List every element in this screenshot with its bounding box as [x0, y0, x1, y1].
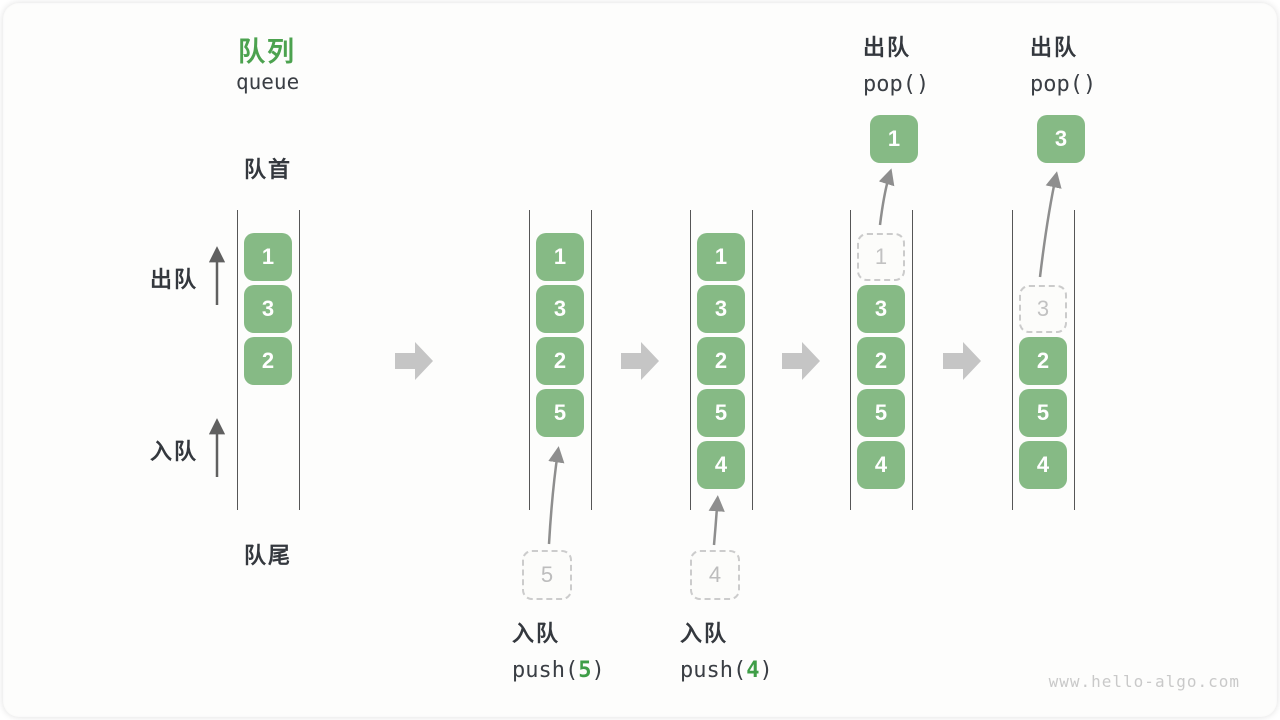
queue-cell: 1	[536, 233, 584, 281]
push5-caption-code: push(5)	[512, 658, 605, 683]
queue-1-wall-right	[299, 210, 300, 510]
queue-1-wall-left	[237, 210, 238, 510]
pop3-caption: 出队 pop()	[1030, 30, 1096, 97]
queue-cell-ghost: 1	[857, 233, 905, 281]
queue-cell: 5	[697, 389, 745, 437]
front-label: 队首	[243, 157, 292, 182]
diagram-card	[3, 3, 1277, 717]
pop1-caption: 出队 pop()	[863, 30, 929, 97]
queue-cell: 2	[244, 337, 292, 385]
pop3-caption-code: pop()	[1030, 72, 1097, 97]
queue-5-wall-right	[1074, 210, 1075, 510]
push4-code-pre: push(	[680, 658, 747, 683]
queue-cell: 2	[697, 337, 745, 385]
queue-cell: 3	[536, 285, 584, 333]
queue-4-wall-left	[850, 210, 851, 510]
staging-box-5: 5	[522, 550, 572, 600]
queue-cell: 2	[857, 337, 905, 385]
watermark: www.hello-algo.com	[1048, 672, 1240, 691]
queue-cell: 1	[697, 233, 745, 281]
queue-5-wall-left	[1012, 210, 1013, 510]
push5-caption: 入队 push(5)	[512, 616, 605, 683]
queue-2-wall-left	[529, 210, 530, 510]
page-subtitle: queue	[236, 70, 300, 94]
queue-3-wall-right	[752, 210, 753, 510]
push5-code-arg: 5	[578, 658, 592, 683]
queue-cell: 4	[1019, 441, 1067, 489]
pop1-caption-zh: 出队	[863, 35, 912, 60]
pop1-caption-code: pop()	[863, 72, 930, 97]
push5-caption-zh: 入队	[512, 621, 561, 646]
queue-cell: 4	[697, 441, 745, 489]
queue-cell: 3	[697, 285, 745, 333]
queue-cell: 4	[857, 441, 905, 489]
queue-3-wall-left	[690, 210, 691, 510]
queue-2-wall-right	[591, 210, 592, 510]
rear-label: 队尾	[243, 543, 292, 568]
push4-caption-code: push(4)	[680, 658, 773, 683]
dequeue-label: 出队	[149, 267, 198, 292]
pop3-caption-zh: 出队	[1030, 35, 1079, 60]
queue-4-wall-right	[912, 210, 913, 510]
pop-result-box-1: 1	[870, 115, 918, 163]
enqueue-label: 入队	[149, 439, 198, 464]
pop-result-box-3: 3	[1037, 115, 1085, 163]
push5-code-pre: push(	[512, 658, 579, 683]
push4-caption-zh: 入队	[680, 621, 729, 646]
push4-code-post: )	[759, 658, 773, 683]
queue-cell: 5	[857, 389, 905, 437]
queue-cell: 5	[536, 389, 584, 437]
push5-code-post: )	[591, 658, 605, 683]
queue-cell-ghost: 3	[1019, 285, 1067, 333]
push4-caption: 入队 push(4)	[680, 616, 773, 683]
push4-code-arg: 4	[746, 658, 760, 683]
queue-cell: 2	[536, 337, 584, 385]
queue-cell: 3	[244, 285, 292, 333]
queue-cell: 1	[244, 233, 292, 281]
page-title: 队列	[238, 37, 296, 67]
queue-cell: 2	[1019, 337, 1067, 385]
queue-cell: 3	[857, 285, 905, 333]
queue-cell: 5	[1019, 389, 1067, 437]
staging-box-4: 4	[690, 550, 740, 600]
